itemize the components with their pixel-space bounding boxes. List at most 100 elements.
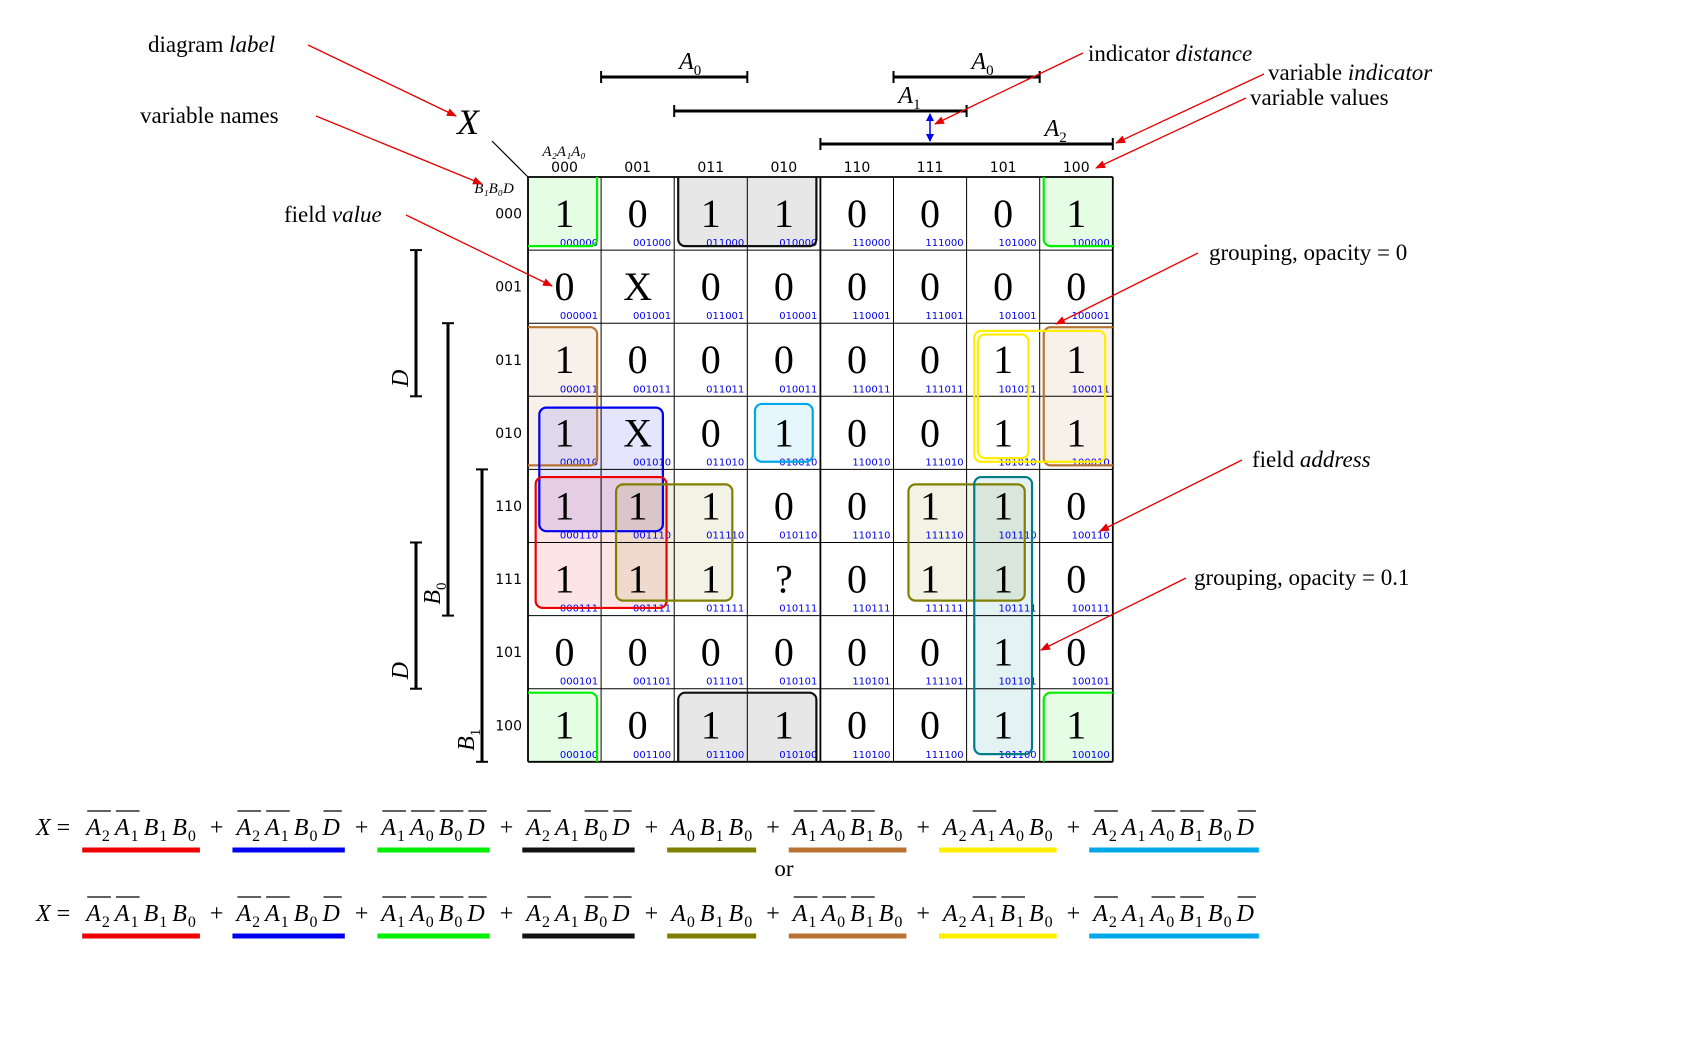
equation-subscript: 2: [959, 914, 967, 931]
equation-subscript: 0: [1166, 914, 1174, 931]
equation-plus: +: [500, 901, 514, 927]
field-address: 001001: [633, 311, 671, 322]
equation-subscript: 1: [987, 828, 995, 845]
field-value: 1: [993, 557, 1013, 602]
equation-literal: D: [611, 815, 629, 841]
field-address: 001100: [633, 750, 671, 761]
field-address: 100111: [1072, 604, 1110, 615]
equation-subscript: 1: [866, 828, 874, 845]
field-value: 0: [847, 191, 867, 236]
field-value: 0: [993, 191, 1013, 236]
field-value: X: [623, 410, 652, 455]
field-value: 1: [1066, 410, 1086, 455]
equation-subscript: 1: [131, 828, 139, 845]
field-value: 1: [628, 483, 648, 528]
field-address: 101011: [999, 384, 1037, 395]
field-address: 011001: [706, 311, 744, 322]
field-value: 0: [1066, 264, 1086, 309]
field-value: 1: [701, 703, 721, 748]
field-value: 1: [701, 557, 721, 602]
equation-literal: A: [263, 815, 280, 841]
equation-literal: B: [1000, 901, 1015, 927]
equation-literal: B: [584, 815, 599, 841]
field-value: 0: [555, 264, 575, 309]
field-address: 101100: [999, 750, 1037, 761]
field-value: 1: [555, 191, 575, 236]
equation-subscript: 0: [454, 828, 462, 845]
annotation-grouping-opacity-0: grouping, opacity = 0: [1209, 240, 1407, 265]
equation-literal: A: [819, 901, 836, 927]
field-value: 0: [1066, 630, 1086, 675]
grouping-green-fill: [1043, 692, 1113, 762]
grouping-yellow: [976, 333, 1030, 460]
equation-plus: +: [500, 815, 514, 841]
field-address: 110110: [852, 531, 890, 542]
field-value: 0: [847, 337, 867, 382]
equation-plus: +: [210, 901, 224, 927]
equation-literal: A: [1120, 815, 1137, 841]
map-grid: [527, 176, 1114, 763]
grouping-brown: [528, 326, 599, 467]
field-value: 1: [993, 703, 1013, 748]
row-value: 111: [495, 572, 522, 588]
field-address: 110000: [852, 238, 890, 249]
equation-literal: A: [113, 815, 130, 841]
indicator-label: A1: [896, 83, 920, 113]
equation-subscript: 2: [252, 914, 260, 931]
equation-plus: +: [355, 901, 369, 927]
equation-subscript: 0: [687, 828, 695, 845]
equation-subscript: 2: [102, 914, 110, 931]
equation-subscript: 1: [397, 914, 405, 931]
equation-literal: A: [1149, 815, 1166, 841]
equation-subscript: 0: [1045, 914, 1053, 931]
field-value: 1: [555, 557, 575, 602]
equation-plus: +: [916, 901, 930, 927]
column-value: 101: [990, 160, 1017, 176]
equation-subscript: 1: [1016, 914, 1024, 931]
equation-subscript: 0: [309, 828, 317, 845]
equation-literal: B: [1179, 901, 1194, 927]
field-address: 001010: [633, 457, 671, 468]
equation-literal: D: [321, 815, 339, 841]
equation-literal: B: [1208, 901, 1223, 927]
indicator-label: D: [388, 370, 414, 388]
equation-literal: D: [466, 901, 484, 927]
equation-literal: A: [553, 901, 570, 927]
field-value: 1: [774, 703, 794, 748]
row-value: 011: [495, 353, 522, 369]
field-value: 1: [774, 410, 794, 455]
equation-literal: D: [321, 901, 339, 927]
field-value: 0: [993, 264, 1013, 309]
equation-literal: A: [791, 815, 808, 841]
indicator-label: D: [388, 662, 414, 680]
field-address: 100011: [1072, 384, 1110, 395]
equation-literal: B: [700, 901, 715, 927]
grouping-cyan: [753, 402, 814, 463]
equation-subscript: 1: [1195, 914, 1203, 931]
indicator-label: A0: [970, 49, 994, 79]
grouping-red: [534, 475, 668, 610]
field-value: 0: [920, 703, 940, 748]
equation-literal: B: [850, 901, 865, 927]
annotation-arrow: [1099, 459, 1243, 532]
field-address: 010011: [779, 384, 817, 395]
row-value: 100: [495, 718, 522, 734]
equation-subscript: 2: [1109, 914, 1117, 931]
equation-literal: B: [1029, 815, 1044, 841]
field-address: 000000: [560, 238, 598, 249]
indicator-label: A2: [1043, 116, 1067, 146]
field-address: 100001: [1072, 311, 1110, 322]
grouping-olive: [907, 483, 1026, 602]
field-value: 0: [1066, 483, 1086, 528]
annotation-diagram-label: diagram label: [148, 32, 275, 57]
field-address: 011101: [706, 677, 744, 688]
field-address: 101110: [999, 531, 1037, 542]
equation-subscript: 1: [397, 828, 405, 845]
equation-literal: A: [524, 901, 541, 927]
equation-lhs: X =: [35, 901, 70, 927]
field-address: 000001: [560, 311, 598, 322]
equation-subscript: 0: [1016, 828, 1024, 845]
field-value: 0: [774, 337, 794, 382]
